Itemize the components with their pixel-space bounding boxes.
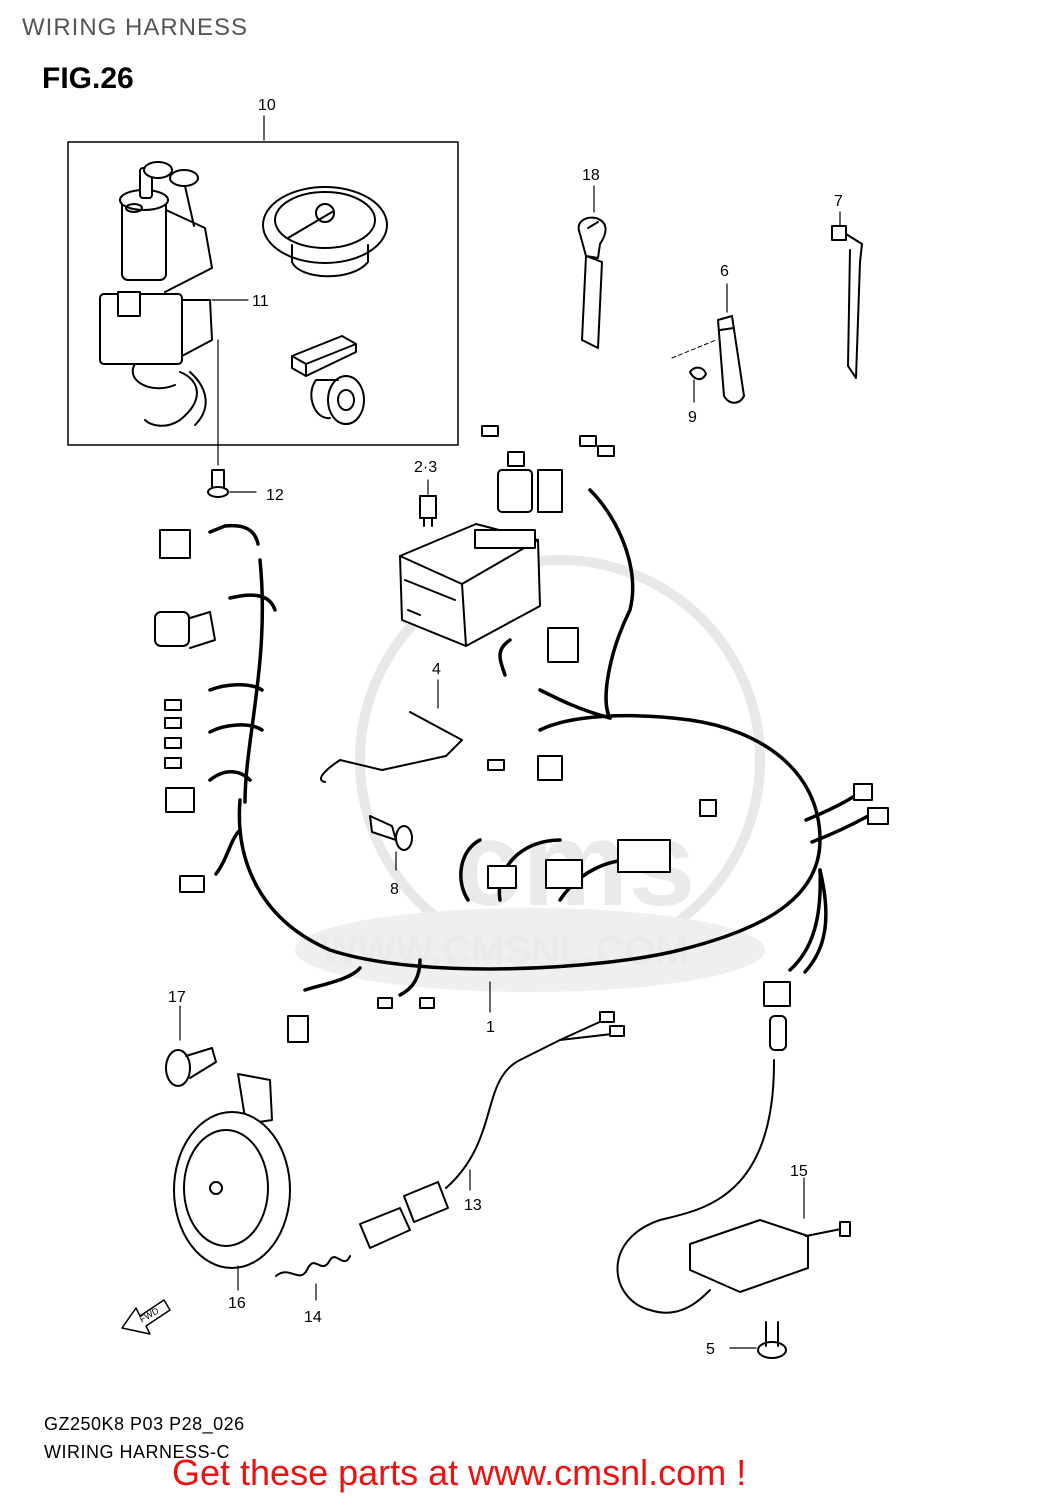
horn-16 — [165, 1005, 291, 1291]
callout-15: 5 — [706, 1341, 715, 1358]
callout-2-3: 2·3 — [414, 459, 437, 476]
callout-6: 7 — [834, 193, 843, 210]
figure-label: FIG.26 — [42, 62, 134, 95]
callout-12: 13 — [464, 1197, 482, 1214]
callout-1: 1 — [486, 1019, 495, 1036]
earth-wire-4 — [320, 679, 463, 783]
callout-4: 4 — [432, 661, 441, 678]
cms-watermark: cms WWW.CMSNL.COM — [295, 555, 765, 992]
callout-8: 9 — [688, 409, 697, 426]
callout-7: 8 — [390, 881, 399, 898]
callout-14: 15 — [790, 1163, 808, 1180]
diagram-subtitle: WIRING HARNESS-C — [44, 1442, 231, 1462]
brake-switch-12 — [359, 1011, 625, 1249]
clamp-5 — [671, 283, 745, 404]
fuse-and-relay-box — [399, 479, 541, 647]
spring-13 — [275, 1255, 351, 1301]
ignition-switch — [99, 161, 213, 427]
screw-7 — [369, 815, 413, 871]
key-18 — [577, 185, 607, 349]
callout-10: 11 — [252, 293, 269, 310]
ignition-kit-box — [67, 141, 459, 446]
fwd-arrow — [121, 1299, 171, 1335]
callout-18: 18 — [582, 167, 600, 184]
promo-link[interactable]: Get these parts at www.cmsnl.com ! — [172, 1452, 747, 1493]
sensor-14 — [616, 1059, 851, 1359]
page-title: WIRING HARNESS — [22, 14, 249, 41]
callout-5: 6 — [720, 263, 729, 280]
callout-13: 14 — [304, 1309, 322, 1326]
callout-16: 16 — [228, 1295, 246, 1312]
watermark-url: WWW.CMSNL.COM — [320, 929, 689, 973]
harness-connectors — [154, 425, 889, 1051]
diagram-code: GZ250K8 P03 P28_026 — [44, 1414, 245, 1434]
screw-11 — [207, 339, 257, 498]
callout-11: 12 — [266, 487, 284, 504]
cable-tie-6 — [831, 211, 863, 379]
callout-17: 17 — [168, 989, 186, 1006]
fuel-cap-lock — [262, 186, 388, 278]
wire-terminals — [164, 425, 615, 1009]
seat-lock — [291, 335, 365, 425]
callout-9: 10 — [258, 97, 276, 114]
